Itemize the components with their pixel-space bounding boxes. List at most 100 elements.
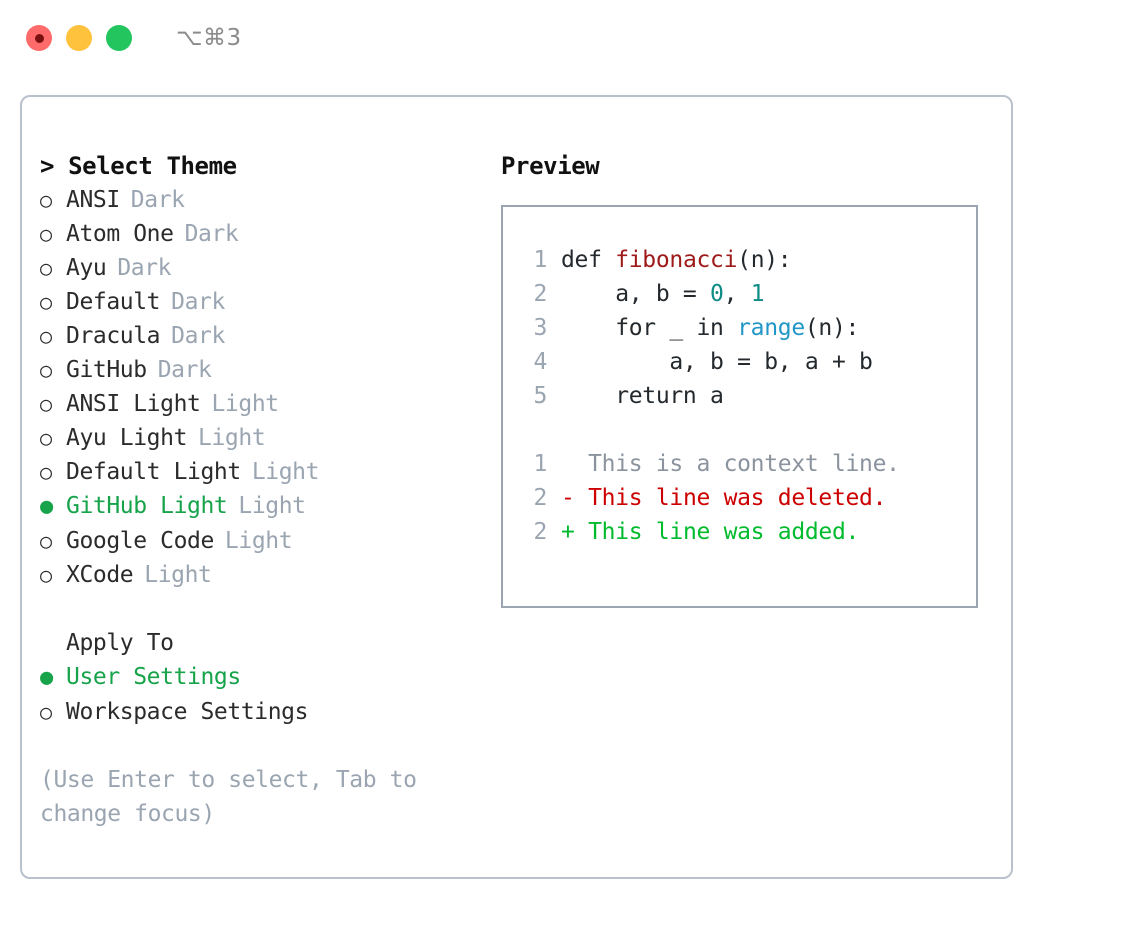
diff-sample: 1 This is a context line.2- This line wa… — [517, 447, 976, 549]
theme-variant-badge: Light — [238, 493, 306, 519]
theme-option-github[interactable]: ○ GitHub Dark — [40, 353, 487, 387]
code-token-plain: return a — [561, 383, 724, 409]
code-token-plain: a, b = — [561, 281, 711, 307]
theme-option-label: Ayu — [66, 255, 107, 281]
apply-to-option-user-settings[interactable]: ● User Settings — [40, 660, 487, 695]
code-token-plain: (n): — [737, 247, 792, 273]
apply-to-option-label: Workspace Settings — [66, 699, 309, 725]
list-spacer — [40, 592, 487, 626]
code-line-content: a, b = 0, 1 — [561, 277, 764, 311]
code-token-num: 0 — [710, 281, 724, 307]
theme-option-label: Ayu Light — [66, 425, 188, 451]
code-token-fn: fibonacci — [615, 247, 738, 273]
radio-unselected-icon: ○ — [40, 563, 52, 587]
minimize-dot-icon[interactable] — [66, 25, 92, 51]
radio-unselected-icon: ○ — [40, 256, 52, 280]
code-line-content: def fibonacci(n): — [561, 243, 792, 277]
diff-line-number: 2 — [533, 485, 547, 511]
title-bar: ⌥⌘3 — [0, 0, 1140, 76]
theme-variant-badge: Dark — [171, 289, 225, 315]
code-token-num: 1 — [750, 281, 765, 307]
code-line: 2 a, b = 0, 1 — [517, 277, 976, 311]
theme-variant-badge: Light — [211, 391, 279, 417]
code-line-number: 5 — [533, 383, 547, 409]
code-line-content: a, b = b, a + b — [561, 345, 873, 379]
apply-to-option-label: User Settings — [66, 664, 241, 690]
diff-line-del: 2- This line was deleted. — [517, 481, 976, 515]
theme-option-label: GitHub Light — [66, 493, 228, 519]
diff-marker — [561, 447, 588, 481]
radio-unselected-icon: ○ — [40, 222, 52, 246]
apply-to-heading: Apply To — [66, 630, 174, 656]
theme-option-label: Default Light — [66, 459, 241, 485]
select-theme-heading: > Select Theme — [40, 149, 487, 183]
select-theme-heading-label: Select Theme — [68, 152, 237, 180]
preview-heading: Preview — [501, 152, 600, 180]
radio-unselected-icon: ○ — [40, 392, 52, 416]
theme-variant-badge: Dark — [171, 323, 225, 349]
apply-to-option-workspace-settings[interactable]: ○ Workspace Settings — [40, 695, 487, 729]
theme-option-label: GitHub — [66, 357, 147, 383]
theme-option-dracula[interactable]: ○ Dracula Dark — [40, 319, 487, 353]
theme-variant-badge: Light — [144, 562, 212, 588]
maximize-dot-icon[interactable] — [106, 25, 132, 51]
code-line-number: 3 — [533, 315, 547, 341]
theme-option-label: Dracula — [66, 323, 161, 349]
window-controls — [26, 25, 132, 51]
radio-unselected-icon: ○ — [40, 358, 52, 382]
radio-unselected-icon: ○ — [40, 529, 52, 553]
recording-indicator-icon — [34, 33, 44, 43]
diff-line-number: 2 — [533, 519, 547, 545]
code-line: 5 return a — [517, 379, 976, 413]
diff-line-text: This is a context line. — [588, 451, 900, 477]
radio-unselected-icon: ○ — [40, 290, 52, 314]
theme-variant-badge: Light — [251, 459, 320, 485]
code-line: 3 for _ in range(n): — [517, 311, 976, 345]
theme-option-label: Atom One — [66, 221, 174, 247]
code-line: 1 def fibonacci(n): — [517, 243, 976, 277]
theme-option-default-light[interactable]: ○ Default Light Light — [40, 455, 487, 489]
theme-variant-badge: Dark — [157, 357, 212, 383]
theme-option-label: ANSI — [66, 187, 120, 213]
code-token-plain: (n): — [804, 315, 860, 341]
code-line-content: for _ in range(n): — [561, 311, 859, 345]
diff-line-text: This line was deleted. — [588, 485, 887, 511]
theme-variant-badge: Light — [198, 425, 266, 451]
diff-line-add: 2 + This line was added. — [517, 515, 976, 549]
code-diff-gap — [517, 413, 976, 447]
radio-unselected-icon: ○ — [40, 700, 52, 724]
close-dot-icon[interactable] — [26, 25, 52, 51]
radio-selected-icon: ● — [40, 665, 53, 690]
diff-line-ctx: 1 This is a context line. — [517, 447, 976, 481]
keyboard-hint-text: (Use Enter to select, Tab to change focu… — [40, 767, 417, 827]
diff-marker: + — [561, 519, 589, 545]
radio-unselected-icon: ○ — [40, 324, 52, 348]
code-line-number: 2 — [533, 281, 547, 307]
diff-line-text: This line was added. — [588, 519, 860, 545]
code-line-number: 1 — [533, 247, 547, 273]
code-token-plain: a, b = b, a + b — [561, 349, 873, 375]
keyboard-shortcut-label: ⌥⌘3 — [176, 25, 242, 51]
radio-unselected-icon: ○ — [40, 460, 52, 484]
theme-variant-badge: Light — [224, 528, 293, 554]
theme-variant-badge: Dark — [130, 187, 185, 213]
code-line: 4 a, b = b, a + b — [517, 345, 976, 379]
code-line-content: return a — [561, 379, 724, 413]
code-token-plain: for _ in — [561, 315, 738, 341]
code-token-plain: , — [723, 281, 751, 307]
